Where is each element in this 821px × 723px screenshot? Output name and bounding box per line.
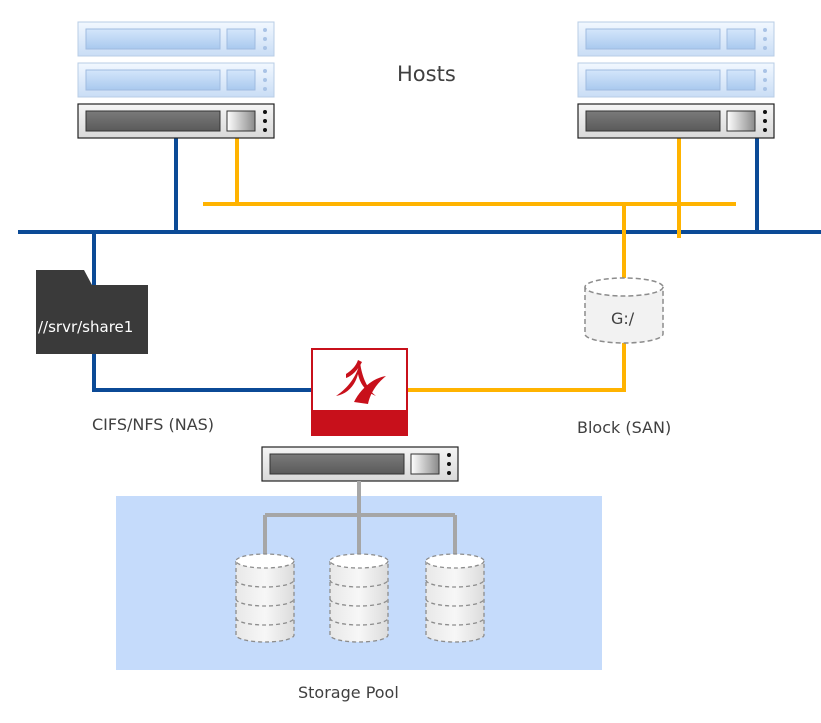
- server-rack-icon: [77, 103, 275, 139]
- folder-icon: [36, 270, 148, 354]
- storage-appliance-icon: [311, 348, 408, 436]
- server-rack-icon: [77, 62, 275, 98]
- server-rack-icon: [577, 62, 775, 98]
- right-host-stack: [577, 21, 775, 139]
- disk-stack-icon: [235, 553, 295, 643]
- server-rack-icon: [77, 21, 275, 57]
- storage-pool-label: Storage Pool: [298, 683, 399, 702]
- drive-letter-label: G:/: [611, 309, 635, 328]
- disk-stack-icon: [425, 553, 485, 643]
- nas-links: [92, 138, 759, 392]
- left-host-stack: [77, 21, 275, 139]
- server-rack-icon: [577, 103, 775, 139]
- pool-links: [263, 481, 457, 556]
- san-links: [203, 138, 736, 392]
- server-rack-icon: [577, 21, 775, 57]
- disk-stack-icon: [329, 553, 389, 643]
- pool-server-icon: [261, 446, 459, 482]
- san-label: Block (SAN): [577, 418, 672, 437]
- hosts-label: Hosts: [397, 62, 456, 86]
- disk-cylinder-icon: [584, 277, 664, 344]
- share-path-label: //srvr/share1: [38, 318, 134, 336]
- nas-label: CIFS/NFS (NAS): [92, 415, 215, 434]
